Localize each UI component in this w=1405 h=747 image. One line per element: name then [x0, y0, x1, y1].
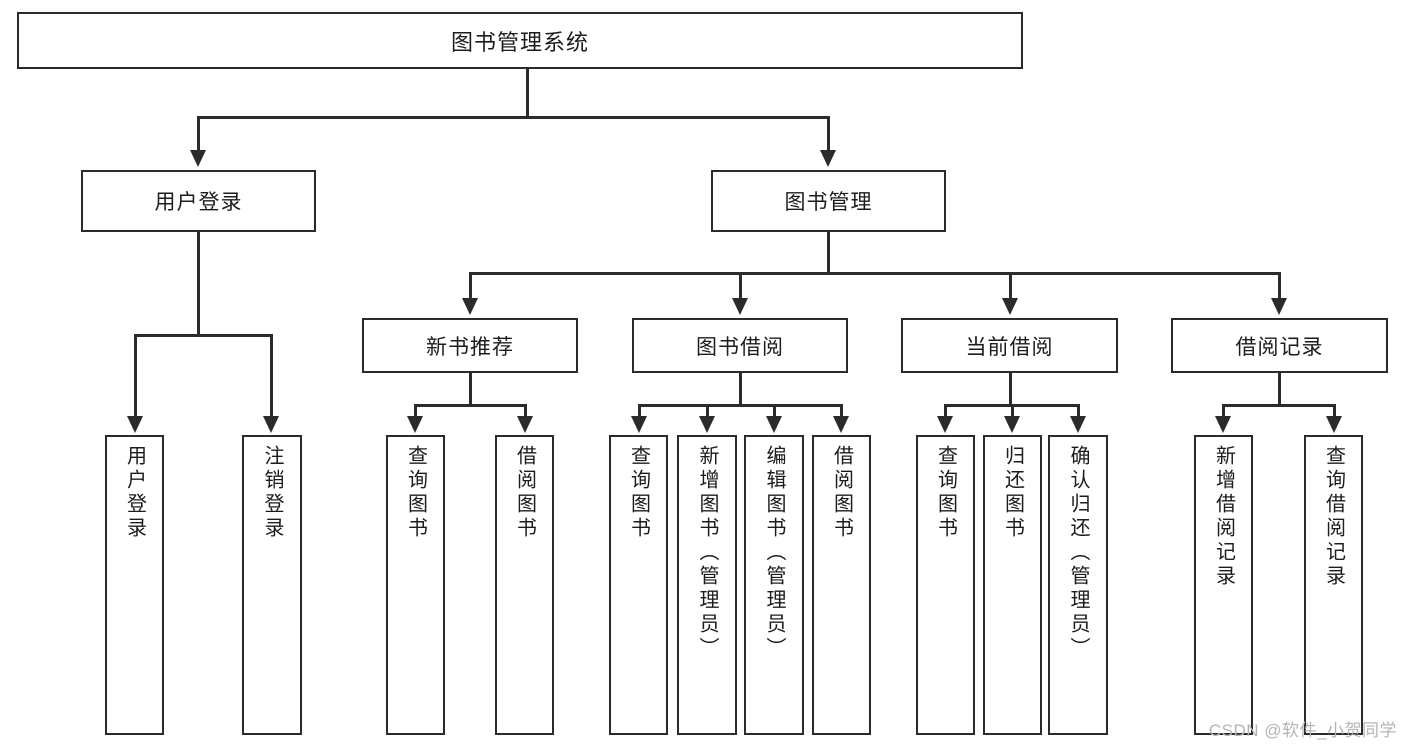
leaf-current-borrow-1[interactable]: 归还图书 [983, 435, 1042, 735]
arrow-bb-leaf-1 [631, 416, 647, 433]
leaf-user-login-0[interactable]: 用户登录 [105, 435, 164, 735]
arrow-br-leaf-2 [1326, 416, 1342, 433]
connector-book-borrow-stem [739, 373, 742, 406]
arrow-cb-leaf-3 [1070, 416, 1086, 433]
node-label: 新书推荐 [426, 335, 514, 359]
leaf-label: 归还图书 [1001, 445, 1024, 541]
connector-current-borrow-stem [1009, 373, 1012, 406]
leaf-label: 查询图书 [404, 445, 427, 541]
leaf-current-borrow-2[interactable]: 确认归还（管理员） [1048, 435, 1108, 735]
connector-new-book-stem [469, 373, 472, 406]
connector-book-borrow-bus [638, 404, 842, 407]
leaf-borrow-record-0[interactable]: 新增借阅记录 [1194, 435, 1253, 735]
connector-cb-drop-3 [1077, 404, 1080, 417]
leaf-label: 用户登录 [123, 445, 146, 541]
node-label: 当前借阅 [965, 335, 1054, 359]
connector-bb-drop-2 [706, 404, 709, 417]
connector-user-login-drop-1 [134, 334, 137, 417]
leaf-label: 借阅图书 [830, 445, 853, 541]
arrow-br-leaf-1 [1215, 416, 1231, 433]
node-book-management[interactable]: 图书管理 [711, 170, 946, 232]
arrow-bm-to-current-borrow [1002, 298, 1018, 315]
connector-br-drop-2 [1333, 404, 1336, 417]
connector-new-book-bus [414, 404, 526, 407]
connector-bb-drop-4 [840, 404, 843, 417]
arrow-bm-to-new-book [462, 298, 478, 315]
node-current-borrow[interactable]: 当前借阅 [901, 318, 1118, 373]
connector-user-login-bus [134, 334, 271, 337]
leaf-label: 查询图书 [934, 445, 957, 541]
leaf-new-book-0[interactable]: 查询图书 [386, 435, 445, 735]
connector-root-drop-left [197, 116, 200, 151]
connector-bm-drop-3 [1009, 272, 1012, 299]
connector-user-login-stem [197, 232, 200, 336]
arrow-new-book-leaf-1 [407, 416, 423, 433]
leaf-label: 编辑图书（管理员） [763, 445, 785, 661]
connector-bb-drop-1 [638, 404, 641, 417]
node-borrow-record[interactable]: 借阅记录 [1171, 318, 1388, 373]
leaf-user-login-1[interactable]: 注销登录 [242, 435, 302, 735]
arrow-bm-to-borrow-record [1271, 298, 1287, 315]
node-new-book-recommend[interactable]: 新书推荐 [362, 318, 578, 373]
leaf-label: 注销登录 [261, 445, 283, 541]
arrow-root-to-book-management [820, 150, 836, 167]
connector-bm-drop-2 [739, 272, 742, 299]
node-book-management-label: 图书管理 [784, 191, 873, 214]
node-label: 借阅记录 [1235, 335, 1324, 359]
arrow-bb-leaf-4 [833, 416, 849, 433]
connector-br-drop-1 [1222, 404, 1225, 417]
connector-book-management-stem [827, 232, 830, 274]
leaf-book-borrow-2[interactable]: 编辑图书（管理员） [744, 435, 804, 735]
node-book-borrow[interactable]: 图书借阅 [632, 318, 848, 373]
node-label: 图书借阅 [696, 335, 784, 359]
connector-new-book-drop-2 [524, 404, 527, 417]
connector-root-drop-right [827, 116, 830, 151]
leaf-label: 新增图书（管理员） [696, 445, 718, 661]
connector-bb-drop-3 [773, 404, 776, 417]
leaf-book-borrow-0[interactable]: 查询图书 [609, 435, 668, 735]
leaf-new-book-1[interactable]: 借阅图书 [495, 435, 554, 735]
arrow-cb-leaf-1 [937, 416, 953, 433]
leaf-label: 查询图书 [627, 445, 650, 541]
node-user-login-label: 用户登录 [154, 191, 243, 214]
connector-cb-drop-2 [1011, 404, 1014, 417]
arrow-user-login-leaf-1 [127, 416, 143, 433]
arrow-user-login-leaf-2 [263, 416, 279, 433]
leaf-label: 确认归还（管理员） [1067, 445, 1089, 661]
arrow-root-to-user-login [190, 150, 206, 167]
connector-book-management-bus [469, 272, 1280, 275]
arrow-cb-leaf-2 [1004, 416, 1020, 433]
connector-bm-drop-4 [1278, 272, 1281, 299]
arrow-bb-leaf-2 [699, 416, 715, 433]
leaf-book-borrow-3[interactable]: 借阅图书 [812, 435, 871, 735]
connector-root-bus [197, 116, 829, 119]
arrow-bm-to-book-borrow [732, 298, 748, 315]
leaf-current-borrow-0[interactable]: 查询图书 [916, 435, 975, 735]
leaf-book-borrow-1[interactable]: 新增图书（管理员） [677, 435, 737, 735]
connector-user-login-drop-2 [270, 334, 273, 417]
connector-borrow-record-stem [1278, 373, 1281, 406]
leaf-label: 查询借阅记录 [1322, 445, 1345, 589]
node-root-book-management-system[interactable]: 图书管理系统 [17, 12, 1023, 69]
node-root-label: 图书管理系统 [450, 29, 589, 55]
arrow-bb-leaf-3 [766, 416, 782, 433]
leaf-label: 新增借阅记录 [1212, 445, 1235, 589]
leaf-label: 借阅图书 [513, 445, 536, 541]
connector-root-stem [526, 69, 529, 118]
connector-cb-drop-1 [944, 404, 947, 417]
arrow-new-book-leaf-2 [517, 416, 533, 433]
connector-bm-drop-1 [469, 272, 472, 299]
leaf-borrow-record-1[interactable]: 查询借阅记录 [1304, 435, 1363, 735]
connector-borrow-record-bus [1222, 404, 1335, 407]
connector-new-book-drop-1 [414, 404, 417, 417]
node-user-login[interactable]: 用户登录 [81, 170, 316, 232]
